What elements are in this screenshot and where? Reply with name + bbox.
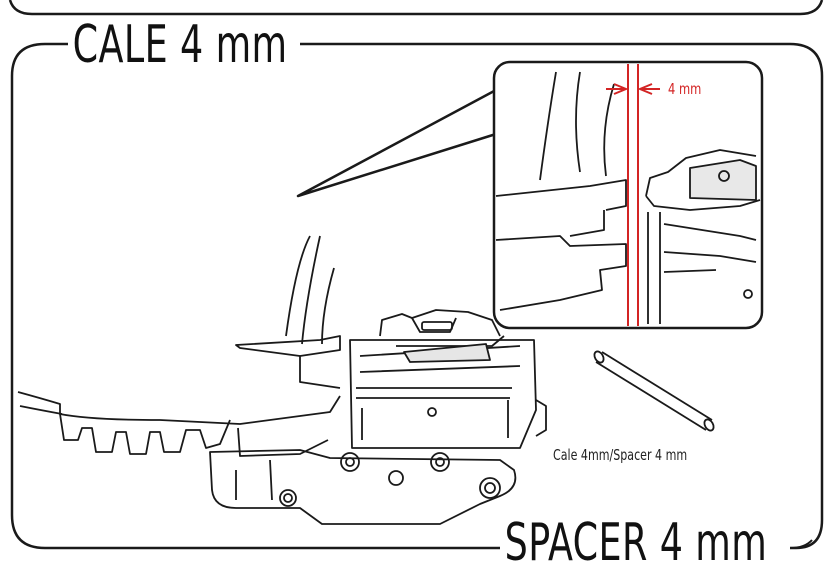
title-cale: CALE 4 mm bbox=[68, 19, 293, 71]
inset-panel bbox=[492, 60, 764, 330]
callout-pointer bbox=[296, 88, 497, 198]
frame-bottom-right-tail bbox=[789, 539, 813, 549]
inset-measurement-label: 4 mm bbox=[668, 80, 702, 98]
main-frame bbox=[10, 42, 824, 550]
spacer-rod bbox=[593, 350, 715, 432]
title-spacer: SPACER 4 mm bbox=[500, 517, 772, 569]
top-panel-edge bbox=[8, 0, 824, 16]
spacer-caption: Cale 4mm/Spacer 4 mm bbox=[553, 446, 688, 464]
binding-drawing bbox=[17, 235, 547, 525]
